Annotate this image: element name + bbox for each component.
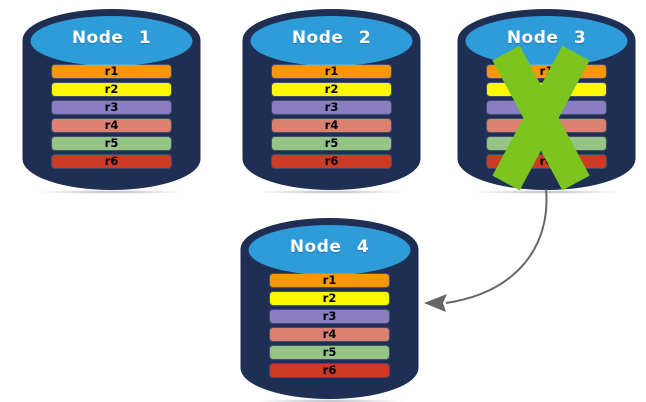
row-r6: r6 (270, 364, 389, 377)
node-2-title: Node 2 (291, 28, 372, 48)
cylinder-shadow (255, 190, 408, 194)
cylinder-top (30, 16, 193, 66)
cylinder-shadow (35, 190, 188, 194)
row-r4: r4 (270, 328, 389, 341)
row-r5: r5 (272, 137, 391, 150)
cylinder-top (248, 225, 411, 275)
node-1-title: Node 1 (71, 28, 152, 48)
cylinder-top (250, 16, 413, 66)
arrow-curve (445, 188, 548, 304)
node-4-rows: r1 r2 r3 r4 r5 r6 (270, 274, 389, 382)
arrowhead-icon (424, 294, 447, 312)
row-r3: r3 (270, 310, 389, 323)
row-r5: r5 (270, 346, 389, 359)
row-r5: r5 (52, 137, 171, 150)
row-r3: r3 (52, 101, 171, 114)
row-r4: r4 (52, 119, 171, 132)
row-r6: r6 (272, 155, 391, 168)
row-r2: r2 (270, 292, 389, 305)
row-r2: r2 (272, 83, 391, 96)
row-r1: r1 (52, 65, 171, 78)
node-2: Node 2 r1 r2 r3 r4 r5 r6 (241, 7, 422, 194)
row-r2: r2 (52, 83, 171, 96)
row-r4: r4 (272, 119, 391, 132)
node-3-title: Node 3 (506, 28, 587, 48)
cylinder-shadow (253, 399, 406, 402)
row-r3: r3 (272, 101, 391, 114)
node-1: Node 1 r1 r2 r3 r4 r5 r6 (21, 7, 202, 194)
node-2-rows: r1 r2 r3 r4 r5 r6 (272, 65, 391, 173)
node-4-title: Node 4 (289, 237, 370, 257)
node-4: Node 4 r1 r2 r3 r4 r5 r6 (239, 216, 420, 402)
row-r1: r1 (272, 65, 391, 78)
node-1-rows: r1 r2 r3 r4 r5 r6 (52, 65, 171, 173)
node-3: Node 3 r1 r2 r3 r4 r5 r6 (456, 7, 637, 194)
row-r1: r1 (270, 274, 389, 287)
failure-x-icon (492, 45, 590, 191)
row-r6: r6 (52, 155, 171, 168)
